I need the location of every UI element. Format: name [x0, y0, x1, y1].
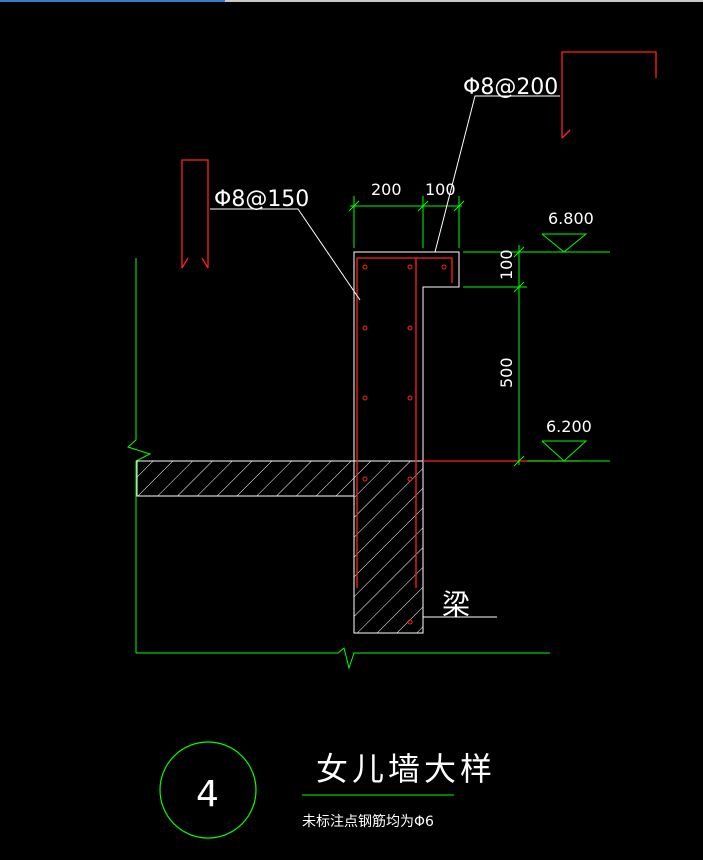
rebar-left-hook: [181, 159, 209, 268]
bottom-break-line: [136, 647, 550, 670]
detail-number: 4: [196, 774, 219, 815]
dim-height-wall: 500: [497, 357, 516, 388]
window-tab-accent: [0, 0, 225, 2]
rebar-top-hook: [561, 51, 657, 138]
floor-slab: [136, 460, 355, 497]
leader-rebar-wall: [210, 208, 361, 301]
parapet-wall-outline: [353, 251, 497, 618]
rebar-dots: [362, 264, 447, 625]
dimension-lines: [302, 196, 610, 796]
rebar-outer: [356, 257, 453, 588]
rebar-top-hook-tail: [561, 129, 571, 139]
beam-section: [353, 460, 424, 634]
rebar-wall-label: Φ8@150: [214, 187, 309, 212]
beam-label: 梁: [442, 588, 470, 621]
rebar-left-hook-tail2: [201, 257, 209, 269]
window-top-border: [0, 0, 703, 2]
dim-width-cap: 100: [425, 180, 456, 199]
dim-height-cap: 100: [497, 249, 516, 280]
drawing-note: 未标注点钢筋均为Φ6: [302, 813, 434, 830]
dim-width-main: 200: [371, 180, 402, 199]
drawing-title: 女儿墙大样: [316, 750, 496, 788]
elevation-top-label: 6.800: [548, 209, 594, 228]
rebar-left-hook-tail1: [181, 257, 189, 269]
elevation-bottom-label: 6.200: [546, 417, 592, 436]
detail-number-circle: [159, 741, 257, 839]
left-wall-line: [127, 258, 152, 653]
rebar-top-label: Φ8@200: [463, 75, 558, 100]
leader-lines: [210, 95, 560, 301]
leader-rebar-top: [434, 95, 560, 253]
